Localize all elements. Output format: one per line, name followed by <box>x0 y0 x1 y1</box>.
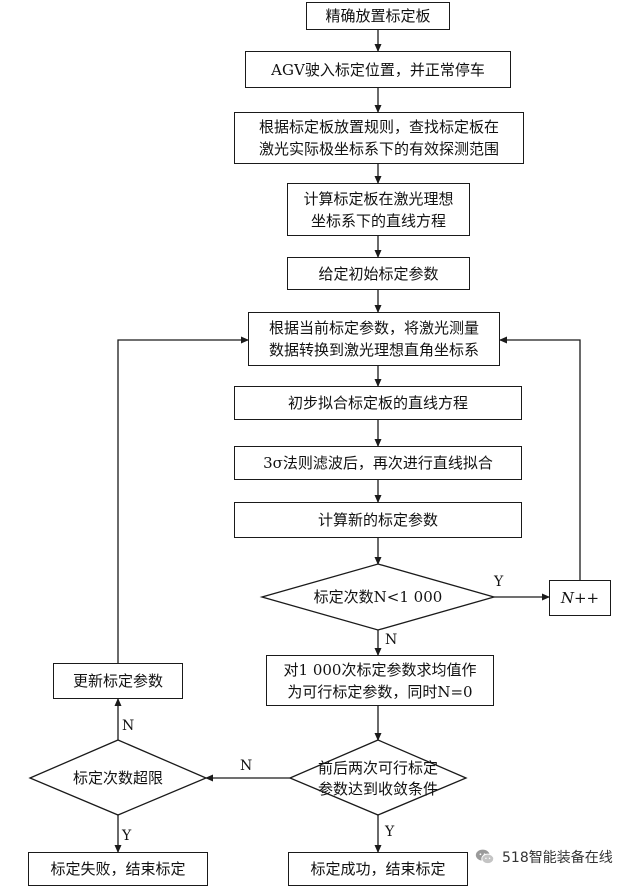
step-line-equation: 计算标定板在激光理想 坐标系下的直线方程 <box>287 183 470 236</box>
step-average: 对1 000次标定参数求均值作 为可行标定参数，同时N=0 <box>266 655 494 706</box>
step-find-range-line-2: 激光实际极坐标系下的有效探测范围 <box>258 140 499 158</box>
watermark-text: 518智能装备在线 <box>502 850 613 866</box>
step-sigma-filter: 3σ法则滤波后，再次进行直线拟合 <box>234 446 522 480</box>
label-limit-yes: Y <box>122 828 132 844</box>
step-update-params: 更新标定参数 <box>53 663 183 699</box>
label-limit-no: N <box>122 718 135 734</box>
step-update-params-text: 更新标定参数 <box>72 672 163 690</box>
step-agv-enter: AGV驶入标定位置，并正常停车 <box>245 51 511 88</box>
watermark: 518智能装备在线 <box>474 845 636 869</box>
label-count-no: N <box>385 632 398 648</box>
step-average-line-2: 为可行标定参数，同时N=0 <box>287 682 473 701</box>
step-initial-fit-text: 初步拟合标定板的直线方程 <box>287 394 468 412</box>
decision-converge-line-1: 前后两次可行标定 <box>317 759 438 777</box>
step-find-range: 根据标定板放置规则，查找标定板在 激光实际极坐标系下的有效探测范围 <box>234 112 524 164</box>
step-sigma-filter-text: 3σ法则滤波后，再次进行直线拟合 <box>263 454 493 472</box>
arrow-update-to-convert <box>117 336 249 663</box>
step-agv-enter-text: AGV驶入标定位置，并正常停车 <box>271 60 485 79</box>
step-compute-new: 计算新的标定参数 <box>234 502 522 538</box>
decision-converge-line-2: 参数达到收敛条件 <box>317 780 438 798</box>
step-compute-new-text: 计算新的标定参数 <box>317 511 438 529</box>
decision-count-check-shape <box>259 563 497 631</box>
arrow-nplus-to-convert <box>499 336 581 580</box>
decision-converge-check: 前后两次可行标定 参数达到收敛条件 <box>300 757 456 801</box>
step-average-line-1: 对1 000次标定参数求均值作 <box>283 660 477 679</box>
step-n-increment-text: N++ <box>560 589 600 607</box>
label-count-yes: Y <box>494 574 504 590</box>
step-failure-text: 标定失败，结束标定 <box>50 860 186 878</box>
step-failure: 标定失败，结束标定 <box>28 852 208 886</box>
step-n-increment: N++ <box>549 580 611 616</box>
step-initial-params-text: 给定初始标定参数 <box>318 264 439 283</box>
decision-count-check-text: 标定次数N<1 000 <box>313 587 443 606</box>
decision-converge-check-shape <box>288 739 468 816</box>
step-place-board-text: 精确放置标定板 <box>325 7 431 25</box>
decision-limit-check: 标定次数超限 <box>40 763 196 793</box>
step-find-range-line-1: 根据标定板放置规则，查找标定板在 <box>258 118 499 136</box>
step-convert-data: 根据当前标定参数，将激光测量 数据转换到激光理想直角坐标系 <box>248 312 500 366</box>
step-success-text: 标定成功，结束标定 <box>310 860 446 878</box>
step-place-board: 精确放置标定板 <box>306 2 450 30</box>
label-converge-no: N <box>240 758 253 774</box>
step-initial-fit: 初步拟合标定板的直线方程 <box>234 386 522 420</box>
step-line-equation-line-2: 坐标系下的直线方程 <box>310 211 446 230</box>
step-success: 标定成功，结束标定 <box>288 852 468 886</box>
label-converge-yes: Y <box>385 824 395 840</box>
step-convert-data-line-2: 数据转换到激光理想直角坐标系 <box>268 341 479 359</box>
decision-limit-check-text: 标定次数超限 <box>72 768 163 787</box>
decision-count-check: 标定次数N<1 000 <box>272 582 484 612</box>
wechat-icon <box>475 849 495 865</box>
step-initial-params: 给定初始标定参数 <box>287 257 470 290</box>
step-line-equation-line-1: 计算标定板在激光理想 <box>303 189 454 208</box>
step-convert-data-line-1: 根据当前标定参数，将激光测量 <box>268 319 479 337</box>
decision-limit-check-shape <box>28 739 208 816</box>
